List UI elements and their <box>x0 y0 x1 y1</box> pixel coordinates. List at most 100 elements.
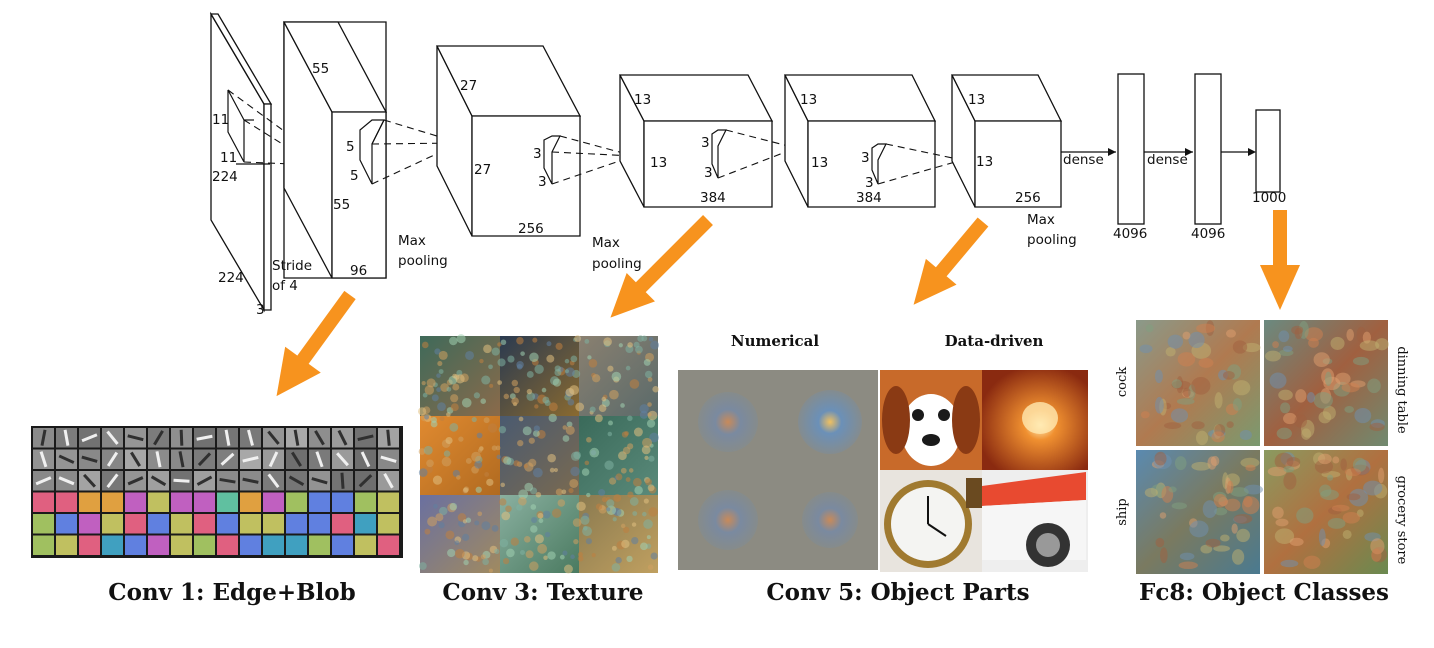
panel-conv3: Conv 3: Texture <box>418 334 660 606</box>
conv3-texture-dot <box>524 482 534 492</box>
conv3-texture-dot <box>611 545 617 551</box>
conv2-size-label-a: 27 <box>460 78 477 94</box>
conv3-texture-dot <box>522 426 532 436</box>
conv1-filter-cell <box>240 492 261 512</box>
conv3-texture-dot <box>427 516 438 527</box>
conv1-filter-cell <box>79 535 100 555</box>
fc8-pattern-blob <box>1369 422 1385 432</box>
conv3-texture-dot <box>547 453 556 463</box>
conv3-texture-dot <box>465 458 472 464</box>
conv3-texture-dot <box>589 406 596 413</box>
fc8-pattern-blob <box>1335 372 1351 386</box>
conv3-texture-dot <box>418 407 427 416</box>
fc8-pattern-blob <box>1236 528 1251 543</box>
dense1-block <box>1117 73 1145 225</box>
conv3-texture-dot <box>439 506 448 516</box>
conv3-texture-dot <box>523 535 531 543</box>
fc8-pattern-blob <box>1174 456 1187 471</box>
fc8-pattern-blob <box>1324 371 1332 386</box>
conv5-layer: 13 13 256 Max pooling <box>950 74 1077 248</box>
conv3-kernel-label-b: 3 <box>704 165 713 181</box>
conv3-texture-dot <box>565 425 575 435</box>
conv3-texture-dot <box>455 548 465 559</box>
conv1-filter-edge <box>197 452 212 467</box>
fc8-pattern-blob <box>1272 506 1284 519</box>
conv3-texture-dot <box>481 375 491 385</box>
conv3-texture-dot <box>424 528 431 535</box>
conv3-texture-dot <box>627 491 634 498</box>
conv3-texture-dot <box>465 350 475 360</box>
conv3-texture-dot <box>434 348 441 355</box>
conv1-filter-cell <box>33 492 54 512</box>
fc8-pattern-blob <box>1331 504 1350 512</box>
fc8-pattern-blob <box>1280 559 1299 568</box>
conv1-filter-edge <box>386 429 391 446</box>
conv3-texture-dot <box>507 355 515 363</box>
dense-connector-1-arrowhead <box>1108 148 1116 156</box>
conv1-filter-cell <box>33 514 54 534</box>
input-height-label: 224 <box>212 169 238 185</box>
pool2-label-a: Max <box>592 235 620 251</box>
conv1-filter-edge <box>219 477 236 484</box>
conv3-texture-dot <box>480 398 486 404</box>
conv3-texture-dot <box>449 502 458 511</box>
conv1-filter-edge <box>315 451 324 468</box>
conv1-kernel-edge <box>371 119 385 145</box>
fc8-pattern-blob <box>1344 405 1355 413</box>
fc8-pattern-blob <box>1289 537 1304 547</box>
fc8-pattern-blob <box>1168 486 1177 493</box>
conv4-layer: 13 13 384 3 3 <box>783 74 963 208</box>
conv3-texture-dot <box>607 365 614 372</box>
conv3-texture-dot <box>516 363 523 370</box>
fc8-pattern-blob <box>1313 352 1330 368</box>
conv1-filter-cell <box>79 492 100 512</box>
panel-conv1: Conv 1: Edge+Blob <box>31 426 403 606</box>
fc8-pattern-blob <box>1205 538 1221 548</box>
conv1-filter-edge <box>268 451 279 468</box>
conv3-texture-dot <box>585 538 592 545</box>
conv3-texture-dot <box>452 383 460 391</box>
fc8-pattern-blob <box>1188 331 1205 348</box>
conv3-texture-dot <box>568 488 574 494</box>
fc8-pattern-blob <box>1318 528 1326 547</box>
conv3-texture-dot <box>648 336 654 342</box>
conv3-texture-dot <box>418 448 426 455</box>
fc8-pattern-blob <box>1272 341 1279 349</box>
conv1-filter-edge <box>357 434 374 442</box>
dense2-label: dense <box>1147 152 1188 168</box>
conv3-texture-dot <box>643 498 649 504</box>
conv3-texture-dot <box>625 477 631 483</box>
conv4-kernel <box>871 143 887 185</box>
conv3-texture-dot <box>640 542 648 551</box>
conv5-volume-front <box>974 120 1062 208</box>
fc8-pattern-blob <box>1213 493 1227 508</box>
conv3-texture-dot <box>532 430 540 437</box>
conv1-filter-edge <box>224 429 231 446</box>
conv3-texture-dot <box>497 358 506 367</box>
conv3-texture-dot <box>628 468 634 473</box>
conv3-texture-dot <box>542 510 551 519</box>
conv3-texture-dot <box>426 459 434 468</box>
conv2-projection-line <box>551 151 635 157</box>
conv3-texture-dot <box>629 497 639 506</box>
conv2-layer: 27 27 256 3 3 Max pooling <box>435 45 642 272</box>
conv3-texture-dot <box>471 417 477 423</box>
conv3-texture-dot <box>562 425 568 430</box>
numerical-feature-dog <box>698 392 758 452</box>
fc8-pattern-blob <box>1189 520 1209 538</box>
conv3-layer: 13 13 384 3 3 <box>618 74 797 208</box>
conv1-filter-cell <box>148 514 169 534</box>
conv3-texture-dot <box>530 525 538 533</box>
conv3-texture-dot <box>582 525 588 531</box>
conv3-texture-dot <box>649 432 659 443</box>
conv3-texture-dot <box>477 448 483 453</box>
conv3-texture-dot <box>627 342 633 348</box>
conv3-texture-dot <box>549 467 555 473</box>
fc8-pattern-blob <box>1154 451 1167 466</box>
conv1-filter-cell <box>102 492 123 512</box>
fc8-pattern-blob <box>1231 523 1238 534</box>
fc8-pattern-blob <box>1170 408 1189 423</box>
conv3-texture-dot <box>575 402 585 412</box>
conv3-texture-dot <box>606 499 615 508</box>
